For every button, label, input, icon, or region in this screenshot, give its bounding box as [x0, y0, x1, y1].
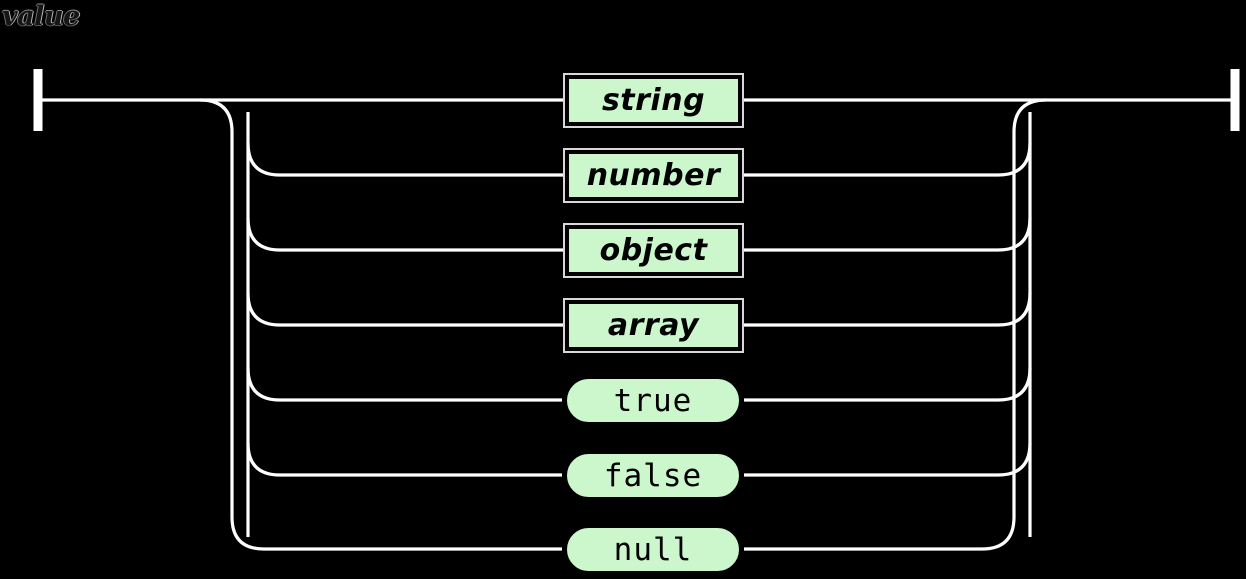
rail-branch-right-object: [742, 217, 1032, 252]
node-false[interactable]: false: [562, 449, 744, 502]
rail-branch-left-number: [246, 142, 565, 177]
node-null[interactable]: null: [562, 523, 744, 576]
rail-branch-right-number: [742, 142, 1032, 177]
node-string[interactable]: string: [563, 73, 744, 128]
rail-branch-right-true: [744, 367, 1032, 402]
rail-branch-left-array: [246, 292, 565, 327]
node-array[interactable]: array: [563, 298, 744, 353]
node-true[interactable]: true: [562, 374, 744, 427]
rail-branch-left-false: [246, 442, 562, 477]
rail-branch-right-array: [742, 292, 1032, 327]
rail-branch-right-false: [744, 442, 1032, 477]
page-title: value: [2, 1, 80, 32]
node-number[interactable]: number: [563, 148, 744, 203]
rail-branch-left-object: [246, 217, 565, 252]
node-object[interactable]: object: [563, 223, 744, 278]
rail-branch-left-true: [246, 367, 562, 402]
rail-right-fork: [981, 98, 1047, 551]
rail-left-fork: [199, 98, 265, 551]
